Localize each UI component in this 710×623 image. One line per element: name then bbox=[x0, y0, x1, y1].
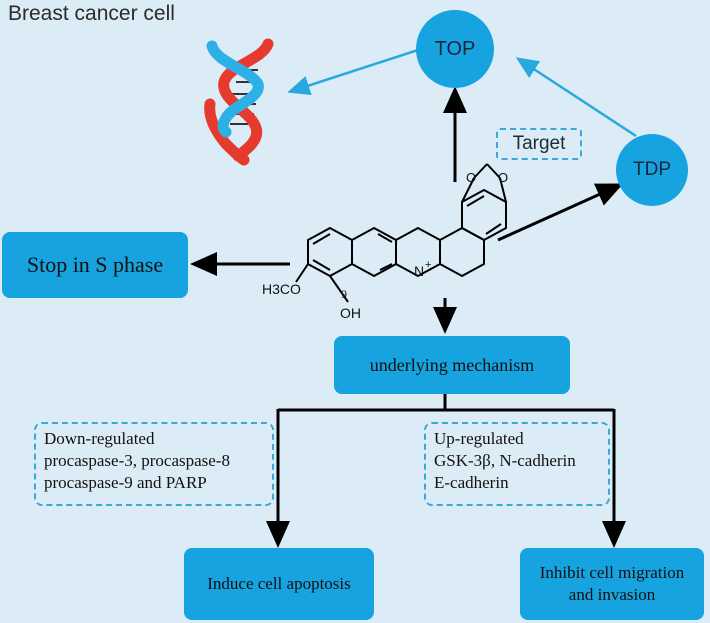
stop-s-phase-box: Stop in S phase bbox=[2, 232, 188, 298]
up-regulated-line2: GSK-3β, N-cadherin bbox=[434, 451, 576, 470]
down-regulated-line2: procaspase-3, procaspase-8 bbox=[44, 451, 230, 470]
stop-s-phase-label: Stop in S phase bbox=[26, 252, 164, 277]
nitrogen-label: N bbox=[414, 263, 424, 279]
arrow-molecule-to-tdp bbox=[497, 183, 624, 242]
top-node: TOP bbox=[416, 10, 494, 88]
oxygen-label-2: O bbox=[498, 170, 508, 185]
migration-box: Inhibit cell migration and invasion bbox=[520, 548, 704, 620]
mechanism-label: underlying mechanism bbox=[369, 354, 535, 375]
target-label: Target bbox=[496, 128, 582, 160]
apoptosis-label: Induce cell apoptosis bbox=[207, 574, 351, 593]
arrow-tdp-to-top bbox=[515, 57, 637, 138]
mechanism-box: underlying mechanism bbox=[334, 336, 570, 394]
diagram-title: Breast cancer cell bbox=[8, 2, 175, 25]
position-label: 9 bbox=[341, 287, 347, 301]
up-regulated-line3: E-cadherin bbox=[434, 473, 509, 492]
down-regulated-title: Down-regulated bbox=[44, 429, 155, 448]
migration-label-line2: and invasion bbox=[568, 585, 656, 604]
tdp-label: TDP bbox=[633, 159, 671, 180]
arrow-top-to-dna bbox=[287, 48, 419, 96]
methoxy-label: H3CO bbox=[262, 281, 301, 297]
down-regulated-line3: procaspase-9 and PARP bbox=[44, 473, 207, 492]
migration-label-line1: Inhibit cell migration bbox=[539, 563, 685, 582]
up-regulated-box: Up-regulated GSK-3β, N-cadherin E-cadher… bbox=[424, 422, 610, 506]
apoptosis-box: Induce cell apoptosis bbox=[184, 548, 374, 620]
top-label: TOP bbox=[434, 37, 476, 60]
oxygen-label-1: O bbox=[466, 170, 476, 185]
target-text: Target bbox=[512, 133, 566, 154]
tdp-node: TDP bbox=[616, 134, 688, 206]
hydroxyl-label: OH bbox=[340, 305, 361, 321]
up-regulated-title: Up-regulated bbox=[434, 429, 524, 448]
down-regulated-box: Down-regulated procaspase-3, procaspase-… bbox=[34, 422, 274, 506]
charge-label: + bbox=[425, 259, 431, 271]
